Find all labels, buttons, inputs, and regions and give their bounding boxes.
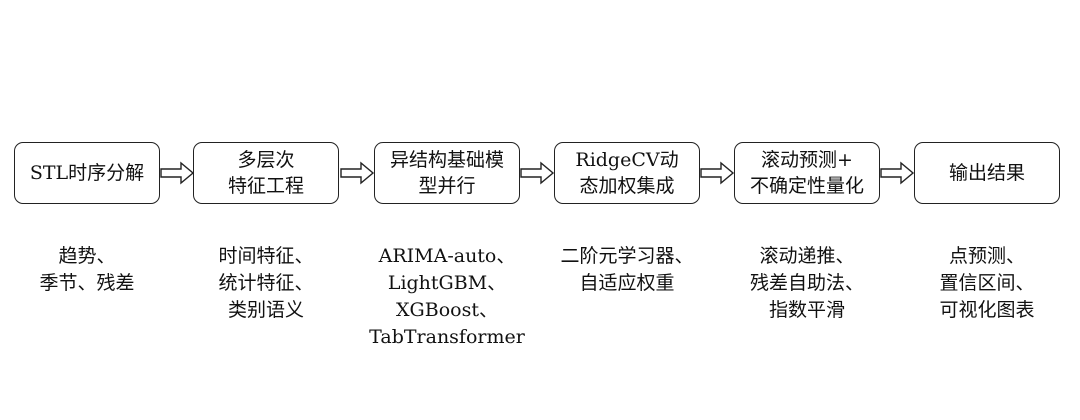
step-description-stl-decomposition: 趋势、 季节、残差 xyxy=(14,243,160,297)
description-line: 可视化图表 xyxy=(939,299,1035,321)
step-label: STL时序分解 xyxy=(29,162,145,184)
arrow-right-icon xyxy=(520,161,555,185)
step-box-rolling-forecast: 滚动预测+ 不确定性量化 xyxy=(734,142,880,204)
arrow-right-icon xyxy=(340,161,375,185)
step-description-rolling-forecast: 滚动递推、 残差自助法、 指数平滑 xyxy=(734,243,880,324)
arrow-right-icon xyxy=(700,161,735,185)
step-label: RidgeCV动 态加权集成 xyxy=(575,149,679,197)
step-box-base-models: 异结构基础模 型并行 xyxy=(374,142,520,204)
step-description-base-models: ARIMA-auto、 LightGBM、 XGBoost、 TabTransf… xyxy=(366,243,528,351)
description-line: LightGBM、 xyxy=(387,272,507,294)
step-box-stl-decomposition: STL时序分解 xyxy=(14,142,160,204)
step-label: 异结构基础模 型并行 xyxy=(389,149,504,197)
description-line: 自适应权重 xyxy=(579,272,675,294)
arrow-right-icon xyxy=(880,161,915,185)
description-line: ARIMA-auto、 xyxy=(378,245,516,267)
step-box-ridgecv-ensemble: RidgeCV动 态加权集成 xyxy=(554,142,700,204)
description-line: 点预测、 xyxy=(948,245,1025,267)
description-line: 趋势、 xyxy=(58,245,116,267)
description-line: 时间特征、 xyxy=(218,245,314,267)
description-line: 残差自助法、 xyxy=(749,272,864,294)
step-label: 滚动预测+ 不确定性量化 xyxy=(749,149,864,197)
description-line: 二阶元学习器、 xyxy=(560,245,694,267)
step-box-output: 输出结果 xyxy=(914,142,1060,204)
description-line: 类别语义 xyxy=(227,299,304,321)
step-description-feature-engineering: 时间特征、 统计特征、 类别语义 xyxy=(193,243,339,324)
description-line: TabTransformer xyxy=(369,326,525,348)
description-line: 季节、残差 xyxy=(39,272,135,294)
step-description-ridgecv-ensemble: 二阶元学习器、 自适应权重 xyxy=(554,243,700,297)
arrow-right-icon xyxy=(160,161,195,185)
description-line: XGBoost、 xyxy=(396,299,498,321)
description-line: 滚动递推、 xyxy=(759,245,855,267)
step-label: 多层次 特征工程 xyxy=(227,149,304,197)
description-line: 统计特征、 xyxy=(218,272,314,294)
description-line: 指数平滑 xyxy=(768,299,845,321)
step-box-feature-engineering: 多层次 特征工程 xyxy=(193,142,339,204)
description-line: 置信区间、 xyxy=(939,272,1035,294)
step-description-output: 点预测、 置信区间、 可视化图表 xyxy=(914,243,1060,324)
step-label: 输出结果 xyxy=(948,162,1025,184)
